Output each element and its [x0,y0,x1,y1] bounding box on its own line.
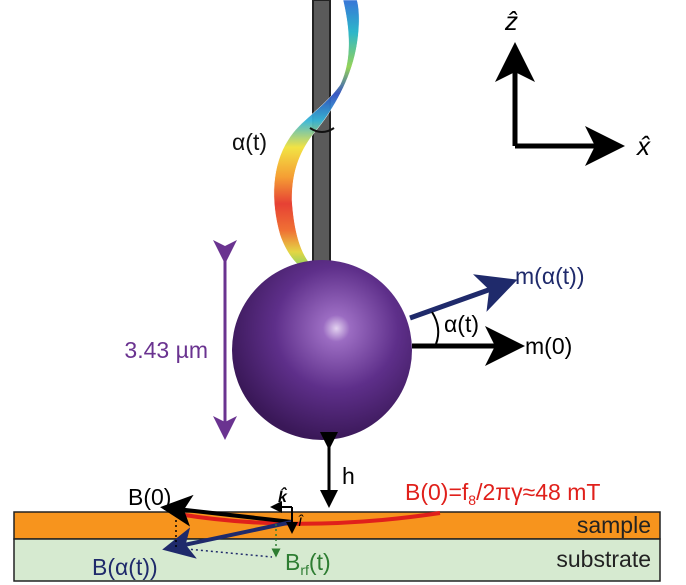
b-alpha-vector [162,520,293,559]
diameter-label: 3.43 µm [124,337,208,363]
magnetic-sphere [232,260,412,440]
b-alpha-label: B(α(t)) [92,554,158,580]
height-label: h [342,463,355,489]
sample-label: sample [577,512,651,538]
b0-vector [160,494,293,527]
sample-layer [13,511,661,540]
brf-main: B [285,549,300,575]
construction-line-2 [175,547,273,558]
m0-label: m(0) [525,333,572,359]
field-line-curve [177,511,441,526]
brf-label: Brf(t) [285,549,331,578]
brf-sub: rf [300,562,309,578]
cantilever-wire [312,0,331,269]
b0-eq-prefix: B(0)=f [405,479,469,505]
m-alpha-arrow [409,274,518,321]
m-alpha-label: m(α(t)) [515,263,584,289]
brf-tail: (t) [309,549,331,575]
twist-angle-arc [309,127,335,133]
k-hat-label: k̂ [278,486,288,506]
b0-equation: B(0)=f8/2πγ≈48 mT [405,479,600,508]
z-axis-label: ẑ [504,6,518,36]
b0-eq-suffix: /2πγ≈48 mT [476,479,600,505]
i-hat-label: î [298,513,304,530]
m-angle-label: α(t) [444,311,479,337]
x-axis-label: x̂ [635,131,651,161]
b0-eq-sub: 8 [468,492,476,508]
substrate-layer [13,538,661,582]
substrate-label: substrate [556,546,651,572]
m-angle-arc [431,311,440,345]
twist-angle-label: α(t) [232,129,267,155]
b0-label: B(0) [128,484,171,510]
